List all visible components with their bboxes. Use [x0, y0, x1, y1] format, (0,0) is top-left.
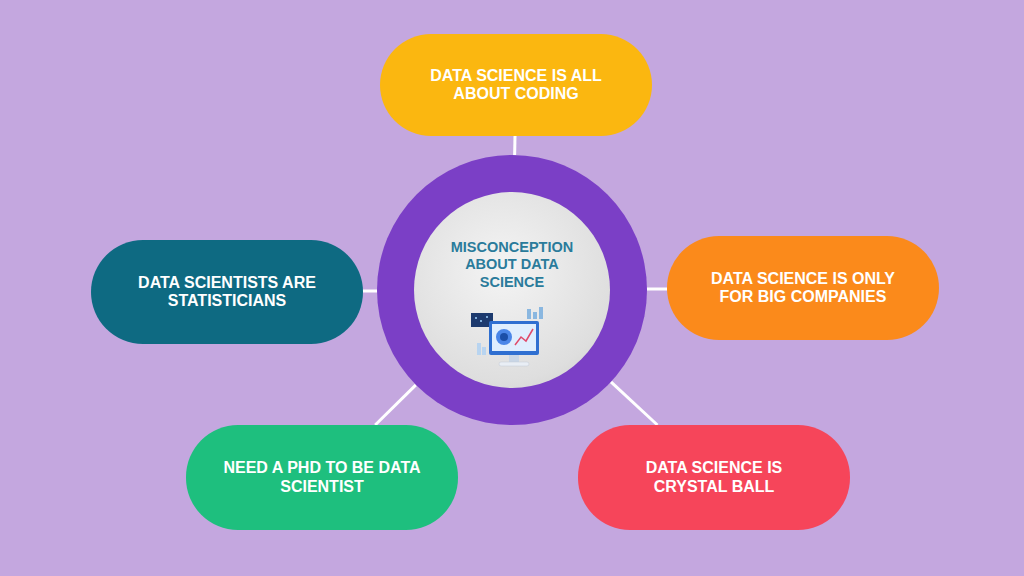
- connector-line: [611, 382, 657, 425]
- connector-line: [514, 136, 515, 155]
- misconception-pill: NEED A PHD TO BE DATA SCIENTIST: [186, 425, 458, 530]
- connector-line: [363, 290, 377, 291]
- misconception-pill: DATA SCIENCE IS ONLY FOR BIG COMPANIES: [667, 236, 939, 340]
- misconception-pill: DATA SCIENCE IS CRYSTAL BALL: [578, 425, 850, 530]
- pill-label: DATA SCIENCE IS ONLY FOR BIG COMPANIES: [701, 270, 906, 307]
- connector-line: [375, 385, 416, 425]
- central-circle: MISCONCEPTION ABOUT DATA SCIENCE: [377, 155, 647, 425]
- center-title: MISCONCEPTION ABOUT DATA SCIENCE: [437, 239, 587, 291]
- misconception-pill: DATA SCIENTISTS ARE STATISTICIANS: [91, 240, 363, 344]
- pill-label: DATA SCIENTISTS ARE STATISTICIANS: [125, 274, 330, 311]
- pill-label: NEED A PHD TO BE DATA SCIENTIST: [220, 459, 425, 496]
- misconception-pill: DATA SCIENCE IS ALL ABOUT CODING: [380, 34, 652, 136]
- connector-line: [647, 288, 667, 289]
- computer-illustration: [467, 307, 557, 373]
- pill-label: DATA SCIENCE IS ALL ABOUT CODING: [414, 67, 619, 104]
- pill-label: DATA SCIENCE IS CRYSTAL BALL: [612, 459, 817, 496]
